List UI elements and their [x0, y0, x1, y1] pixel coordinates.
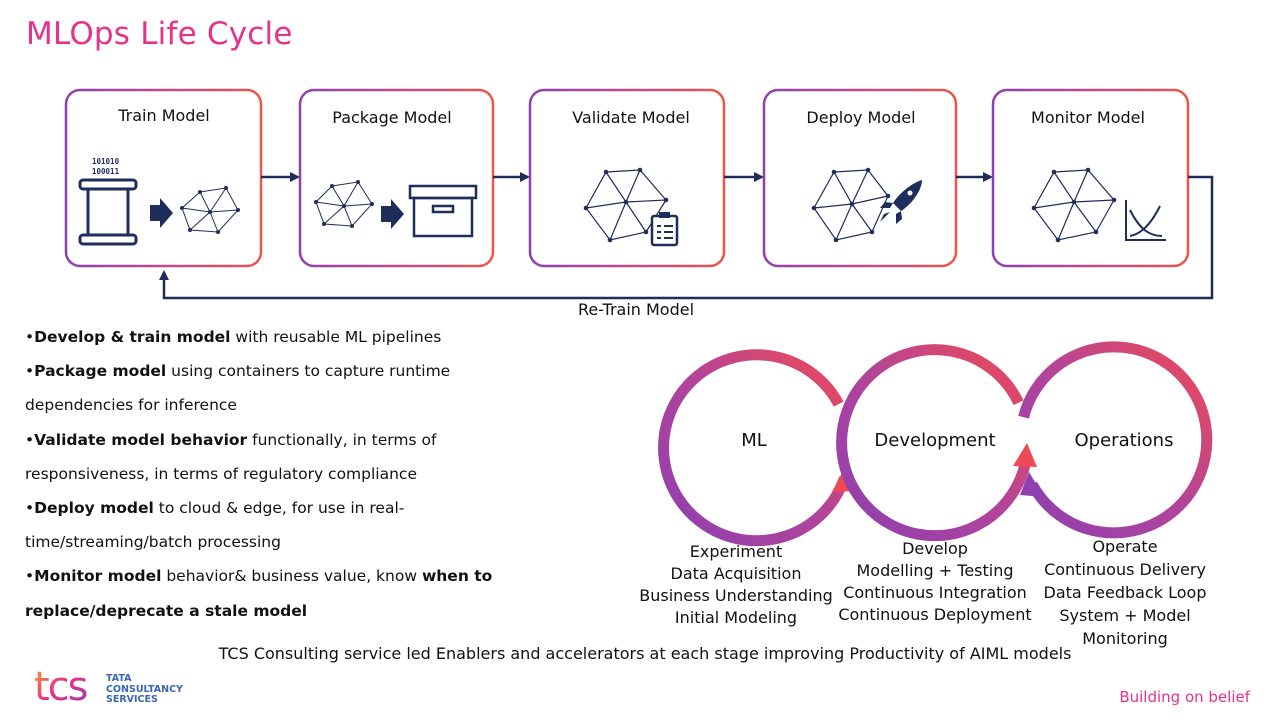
- development-items: Develop Modelling + Testing Continuous I…: [826, 538, 1044, 626]
- arrow-right-icon: [150, 198, 173, 228]
- stage-label: Train Model: [117, 106, 210, 125]
- operations-items: Operate Continuous Delivery Data Feedbac…: [1032, 535, 1218, 650]
- stage-validate-model: Validate Model: [528, 88, 726, 268]
- development-item: Modelling + Testing: [856, 561, 1014, 580]
- operations-item: Data Feedback Loop: [1043, 583, 1207, 602]
- container-box-icon: [408, 184, 478, 238]
- bullet-item: •Package model using containers to captu…: [25, 362, 451, 415]
- bullet-list: •Develop & train model with reusable ML …: [25, 320, 545, 628]
- chart-icon: [1125, 200, 1166, 241]
- ml-item: Business Understanding: [639, 586, 833, 605]
- binary-bits-2: 100011: [92, 167, 120, 176]
- ml-item: Experiment: [689, 542, 783, 561]
- footer-note: TCS Consulting service led Enablers and …: [218, 644, 1072, 663]
- retrain-arrow: [159, 175, 1214, 300]
- development-item: Develop: [902, 539, 968, 558]
- network-icon: [583, 167, 669, 243]
- ml-items: Experiment Data Acquisition Business Und…: [626, 541, 846, 629]
- ml-item: Initial Modeling: [674, 608, 798, 627]
- stage-label: Deploy Model: [806, 108, 915, 127]
- stage-train-model: Train Model: [64, 88, 263, 268]
- tcs-logo-text: TATA CONSULTANCY SERVICES: [106, 673, 183, 705]
- stage-monitor-model: Monitor Model: [991, 88, 1190, 268]
- retrain-label: Re-Train Model: [578, 300, 694, 319]
- operations-item: Operate: [1092, 537, 1158, 556]
- operations-item: Continuous Delivery: [1044, 560, 1206, 579]
- stage-label: Monitor Model: [1031, 108, 1145, 127]
- bullet-item: •Develop & train model with reusable ML …: [25, 328, 442, 346]
- operations-ring: [1018, 341, 1213, 539]
- ring-arrowhead: [1013, 443, 1037, 467]
- network-icon: [1031, 167, 1117, 243]
- bullet-item: •Deploy model to cloud & edge, for use i…: [25, 499, 405, 552]
- logo-mark: tcs: [34, 664, 87, 710]
- network-icon: [314, 180, 374, 228]
- cycle-name-operations: Operations: [1074, 430, 1174, 451]
- binary-bits-1: 101010: [92, 157, 120, 166]
- arrow-right-icon: [381, 199, 404, 229]
- tcs-logo: tcs: [34, 664, 89, 710]
- stage-label: Package Model: [332, 108, 451, 127]
- cycle-name-development: Development: [874, 430, 996, 451]
- bullet-item: •Monitor model behavior& business value,…: [25, 567, 493, 620]
- stage-label: Validate Model: [572, 108, 690, 127]
- rocket-icon: [880, 180, 922, 224]
- tagline: Building on belief: [1119, 688, 1250, 706]
- database-icon: 101010 100011: [78, 157, 138, 246]
- development-ring: [836, 344, 1037, 542]
- operations-item: Monitoring: [1082, 629, 1168, 648]
- operations-item: System + Model: [1059, 606, 1191, 625]
- stage-package-model: Package Model: [298, 88, 495, 268]
- clipboard-icon: [650, 212, 679, 247]
- ml-item: Data Acquisition: [670, 564, 802, 583]
- network-icon: [180, 186, 240, 234]
- ring-arrowhead: [1020, 472, 1044, 497]
- development-item: Continuous Deployment: [838, 605, 1032, 624]
- development-item: Continuous Integration: [843, 583, 1027, 602]
- cycle-name-ml: ML: [741, 430, 767, 451]
- network-icon: [811, 167, 891, 243]
- bullet-item: •Validate model behavior functionally, i…: [25, 430, 437, 483]
- stage-deploy-model: Deploy Model: [762, 88, 958, 268]
- page-title: MLOps Life Cycle: [26, 16, 293, 52]
